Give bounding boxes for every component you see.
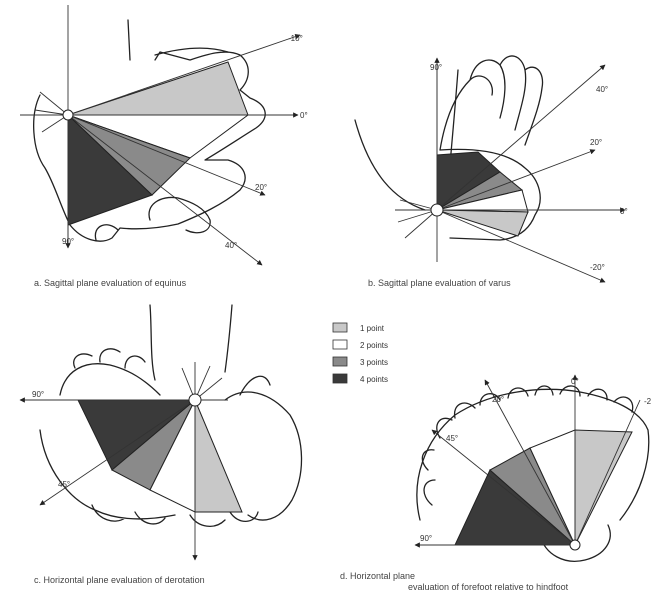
label-a-right: 0°: [300, 111, 308, 120]
label-b-mid: 20°: [590, 138, 602, 147]
caption-a: a. Sagittal plane evaluation of equinus: [34, 278, 187, 288]
caption-d-line1: d. Horizontal plane: [340, 571, 415, 581]
caption-d-line2: evaluation of forefoot relative to hindf…: [408, 582, 569, 592]
panel-c: 90° 45° c. Horizontal plane evaluation o…: [20, 305, 302, 585]
label-a-top-right: -10°: [288, 34, 303, 43]
label-a-bottom: 90°: [62, 237, 74, 246]
legend-label-4: 4 points: [360, 375, 388, 384]
legend: 1 point 2 points 3 points 4 points: [333, 323, 388, 384]
panel-a: -10° 0° 20° 40° 90° a. Sagittal plane ev…: [20, 5, 308, 288]
label-d-top: 0°: [571, 377, 579, 386]
label-b-lower: -20°: [590, 263, 605, 272]
label-d-left-upper: 45°: [446, 434, 458, 443]
legend-swatch-1: [333, 323, 347, 332]
pivot-c: [189, 394, 201, 406]
label-c-left: 90°: [32, 390, 44, 399]
sector-a-1pt: [68, 62, 248, 115]
label-b-upper: 40°: [596, 85, 608, 94]
legend-label-1: 1 point: [360, 324, 385, 333]
label-b-right: 0°: [620, 207, 628, 216]
legend-label-3: 3 points: [360, 358, 388, 367]
label-c-lower-left: 45°: [58, 480, 70, 489]
label-d-right: -2: [644, 397, 652, 406]
legend-swatch-2: [333, 340, 347, 349]
sector-d-1pt: [575, 430, 632, 545]
legend-swatch-3: [333, 357, 347, 366]
caption-c: c. Horizontal plane evaluation of derota…: [34, 575, 205, 585]
pivot-a: [63, 110, 73, 120]
leg-b: [450, 70, 458, 165]
label-d-left: 90°: [420, 534, 432, 543]
label-b-top: 90°: [430, 63, 442, 72]
label-a-lower-right: 20°: [255, 183, 267, 192]
ray-b-upper: [437, 65, 605, 210]
panel-b: 90° 40° 20° 0° -20° b. Sagittal plane ev…: [355, 56, 628, 288]
legend-label-2: 2 points: [360, 341, 388, 350]
leg-c: [150, 305, 232, 380]
sector-c-1pt: [195, 400, 242, 512]
sector-b-1pt: [437, 210, 528, 236]
legend-swatch-4: [333, 374, 347, 383]
pivot-d: [570, 540, 580, 550]
panel-d: 0° 20° 45° 90° -2 d. Horizontal plane ev…: [340, 375, 652, 592]
label-d-upper-left: 20°: [492, 395, 504, 404]
pivot-b: [431, 204, 443, 216]
caption-b: b. Sagittal plane evaluation of varus: [368, 278, 511, 288]
label-a-lower: 40°: [225, 241, 237, 250]
